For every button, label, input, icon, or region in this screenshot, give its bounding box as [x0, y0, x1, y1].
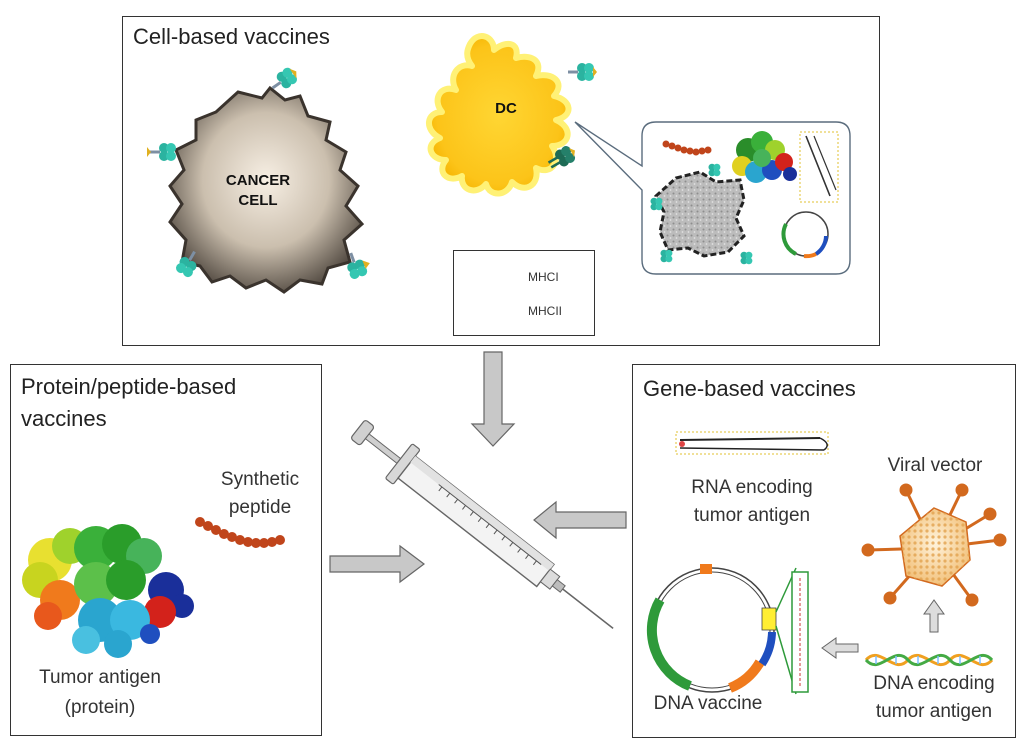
tumor-antigen-label-line2: (protein): [64, 697, 136, 718]
mhc-legend: MHCI MHCII: [453, 250, 595, 336]
dna-vaccine-label: DNA vaccine: [653, 693, 763, 714]
tumor-lysate-particle: [654, 170, 746, 258]
legend-mhc2-label: MHCII: [528, 304, 562, 318]
arrow-down: [470, 351, 516, 447]
mhc1-icon: [740, 251, 753, 265]
tumor-antigen-protein: [22, 524, 194, 658]
rna-label-line2: tumor antigen: [693, 505, 811, 526]
cancer-cell-label-line2: CELL: [238, 192, 278, 209]
synthetic-peptide-label-line1: Synthetic: [220, 469, 300, 490]
tumor-antigen-label-line1: Tumor antigen: [39, 667, 161, 688]
rna-label-line1: RNA encoding: [691, 477, 813, 498]
dna-encoding-label-line1: DNA encoding: [873, 673, 995, 694]
mhc1-icon: [660, 249, 673, 263]
mhc1-icon: [347, 252, 370, 279]
mhc1-icon: [271, 67, 298, 90]
cell-based-title: Cell-based vaccines: [133, 24, 330, 49]
arrow-small-up: [923, 599, 945, 633]
mhc1-icon: [147, 143, 176, 161]
viral-vector-label: Viral vector: [887, 455, 983, 476]
peptide-chain-small: [662, 140, 712, 156]
mhc1-icon: [708, 163, 721, 177]
dendritic-cell: [426, 33, 572, 197]
plasmid-small: [781, 211, 829, 259]
synthetic-peptide-label-line2: peptide: [228, 497, 292, 518]
cancer-cell-label-line1: CANCER: [225, 172, 291, 189]
rna-strand: [675, 431, 829, 455]
protein-blob-small: [732, 131, 797, 183]
synthetic-peptide-chain: [195, 517, 285, 548]
mhc2-icon: [547, 146, 576, 169]
legend-mhc1-label: MHCI: [528, 270, 559, 284]
rna-strand-small: [799, 131, 839, 203]
arrow-left: [533, 500, 627, 540]
protein-panel-title-line1: Protein/peptide-based: [21, 374, 237, 399]
arrow-right: [329, 544, 425, 584]
mhc1-icon: [176, 250, 197, 278]
mhc1-icon: [650, 197, 663, 211]
arrow-small-left: [821, 637, 859, 659]
protein-panel-title-line2: vaccines: [21, 406, 107, 431]
dna-encoding-label-line2: tumor antigen: [875, 701, 993, 722]
dna-vaccine-plasmid: [646, 564, 809, 695]
protein-peptide-vaccines-panel: Protein/peptide-based vaccines: [10, 364, 322, 736]
syringe-icon: [351, 420, 614, 629]
dc-label: DC: [495, 100, 517, 117]
dna-double-helix: [864, 653, 994, 667]
gene-based-title: Gene-based vaccines: [643, 376, 856, 401]
mhc1-icon: [568, 63, 597, 81]
cancer-cell: [168, 85, 365, 294]
